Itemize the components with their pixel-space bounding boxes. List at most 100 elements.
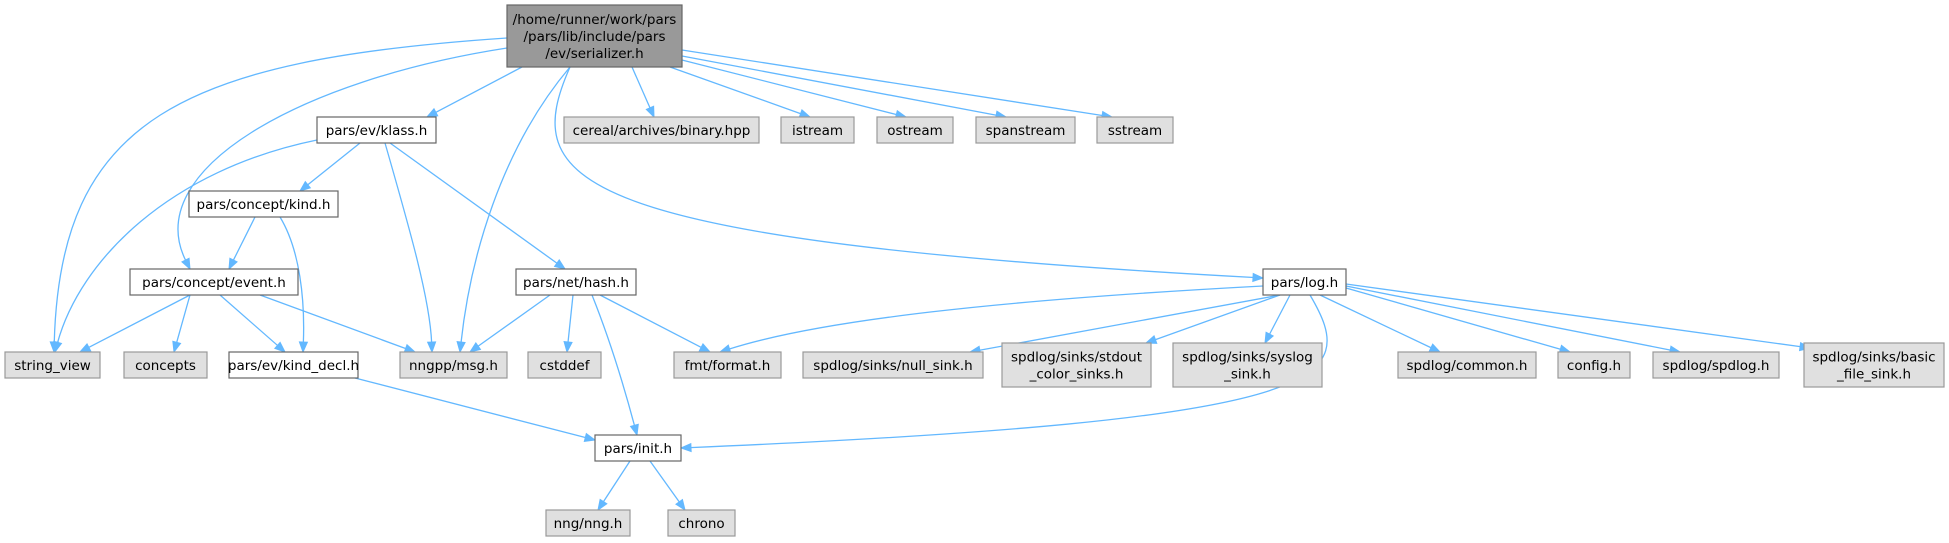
node-syslog[interactable]: spdlog/sinks/syslog_sink.h	[1172, 342, 1323, 388]
node-cstddef-box	[527, 351, 602, 379]
node-config-label: config.h	[1567, 358, 1621, 374]
edge-serializer-to-msg-line	[460, 66, 571, 344]
edge-hash-to-fmt	[599, 294, 712, 353]
edge-hash-to-init-arrowhead	[629, 423, 639, 437]
edge-log-to-null_sink-line	[978, 294, 1281, 352]
node-fmt[interactable]: fmt/format.h	[673, 351, 782, 379]
node-concepts-label: concepts	[135, 358, 196, 374]
node-common-box	[1397, 351, 1537, 379]
edge-event-to-msg-line	[259, 294, 407, 350]
edge-log-to-stdout_color-arrowhead	[1144, 334, 1158, 344]
edge-log-to-syslog-line	[1268, 294, 1291, 336]
node-kind[interactable]: pars/concept/kind.h	[188, 190, 339, 218]
edge-hash-to-msg-line	[476, 294, 551, 348]
node-concepts-box	[123, 351, 208, 379]
node-hash-box	[515, 268, 637, 296]
node-spanstream-box	[975, 116, 1076, 144]
node-istream[interactable]: istream	[780, 116, 855, 144]
edge-serializer-to-klass-line	[434, 66, 523, 114]
node-nng[interactable]: nng/nng.h	[545, 509, 631, 537]
edge-klass-to-msg-line	[384, 142, 433, 344]
node-istream-box	[780, 116, 855, 144]
node-cereal[interactable]: cereal/archives/binary.hpp	[563, 116, 760, 144]
edge-serializer-to-ostream-line	[677, 58, 898, 116]
edge-kind-to-event-arrowhead	[228, 257, 238, 271]
edge-hash-to-cstddef-arrowhead	[563, 341, 573, 354]
edge-serializer-to-istream-arrowhead	[798, 109, 812, 118]
node-spdlog-label: spdlog/spdlog.h	[1663, 358, 1770, 374]
edge-event-to-msg	[259, 294, 417, 353]
node-concepts[interactable]: concepts	[123, 351, 208, 379]
node-log[interactable]: pars/log.h	[1262, 268, 1347, 296]
node-serializer-label: /home/runner/work/pars	[513, 12, 677, 28]
edge-serializer-to-string_view-line	[53, 37, 508, 344]
edge-hash-to-msg	[468, 294, 551, 353]
node-common[interactable]: spdlog/common.h	[1397, 351, 1537, 379]
node-sstream[interactable]: sstream	[1096, 116, 1174, 144]
node-syslog-label: spdlog/sinks/syslog	[1182, 350, 1313, 366]
node-sstream-box	[1096, 116, 1174, 144]
node-serializer-label: /ev/serializer.h	[545, 46, 643, 62]
edge-kind-to-kind_decl-arrowhead	[298, 341, 309, 354]
node-chrono[interactable]: chrono	[667, 509, 736, 537]
node-chrono-box	[667, 509, 736, 537]
node-event[interactable]: pars/concept/event.h	[129, 268, 299, 296]
edge-log-to-init-arrowhead	[679, 442, 692, 453]
node-ostream-label: ostream	[887, 123, 943, 139]
edge-event-to-msg-arrowhead	[403, 343, 417, 353]
edge-hash-to-init-line	[591, 294, 636, 427]
edge-klass-to-hash-line	[389, 142, 559, 265]
node-msg[interactable]: nngpp/msg.h	[399, 351, 508, 379]
edge-event-to-string_view-line	[87, 294, 191, 349]
node-init-box	[594, 434, 682, 462]
node-spdlog[interactable]: spdlog/spdlog.h	[1652, 351, 1780, 379]
node-klass[interactable]: pars/ev/klass.h	[316, 116, 437, 144]
edges-layer	[49, 37, 1812, 512]
node-common-label: spdlog/common.h	[1407, 358, 1528, 374]
edge-init-to-chrono-arrowhead	[675, 498, 686, 512]
node-null-sink-label: spdlog/sinks/null_sink.h	[813, 358, 972, 374]
edge-event-to-concepts-arrowhead	[172, 340, 182, 354]
node-ostream[interactable]: ostream	[876, 116, 954, 144]
node-basic-file[interactable]: spdlog/sinks/basic_file_sink.h	[1803, 342, 1945, 388]
edge-serializer-to-spanstream-line	[681, 55, 998, 116]
node-config[interactable]: config.h	[1557, 351, 1631, 379]
edge-init-to-chrono	[649, 460, 686, 512]
edge-log-to-spdlog-line	[1345, 285, 1672, 351]
node-null-sink[interactable]: spdlog/sinks/null_sink.h	[802, 351, 984, 379]
node-cereal-box	[563, 116, 760, 144]
node-basic-file-label: spdlog/sinks/basic	[1812, 350, 1935, 366]
edge-log-to-config	[1345, 287, 1572, 354]
edge-serializer-to-klass-arrowhead	[425, 107, 439, 118]
node-spanstream-label: spanstream	[986, 123, 1066, 139]
node-basic-file-box	[1803, 342, 1945, 388]
edge-kind_decl-to-init-arrowhead	[583, 432, 597, 442]
edge-serializer-to-istream-line	[669, 66, 802, 115]
node-basic-file-label: _file_sink.h	[1836, 367, 1911, 383]
node-kind-decl[interactable]: pars/ev/kind_decl.h	[228, 351, 359, 379]
node-config-box	[1557, 351, 1631, 379]
edge-kind_decl-to-init-line	[354, 377, 587, 439]
node-cstddef-label: cstddef	[540, 358, 591, 374]
edge-klass-to-hash	[389, 142, 567, 270]
node-cstddef[interactable]: cstddef	[527, 351, 602, 379]
node-spanstream[interactable]: spanstream	[975, 116, 1076, 144]
node-string-view-box	[4, 351, 101, 379]
edge-log-to-syslog	[1264, 294, 1291, 345]
edge-klass-to-string_view	[53, 139, 318, 354]
node-hash[interactable]: pars/net/hash.h	[515, 268, 637, 296]
node-string-view[interactable]: string_view	[4, 351, 101, 379]
node-klass-label: pars/ev/klass.h	[326, 123, 428, 139]
node-init[interactable]: pars/init.h	[594, 434, 682, 462]
edge-kind-to-kind_decl-line	[279, 216, 305, 344]
edge-init-to-nng-arrowhead	[597, 498, 608, 512]
edge-klass-to-kind-arrowhead	[298, 180, 312, 192]
node-stdout-color[interactable]: spdlog/sinks/stdout_color_sinks.h	[1001, 342, 1152, 388]
edge-klass-to-kind-line	[306, 142, 361, 186]
node-serializer[interactable]: /home/runner/work/pars/pars/lib/include/…	[506, 4, 683, 68]
edge-serializer-to-log-arrowhead	[1252, 272, 1265, 283]
node-fmt-label: fmt/format.h	[685, 358, 771, 374]
node-init-label: pars/init.h	[604, 441, 672, 457]
edge-log-to-common-line	[1319, 294, 1433, 349]
